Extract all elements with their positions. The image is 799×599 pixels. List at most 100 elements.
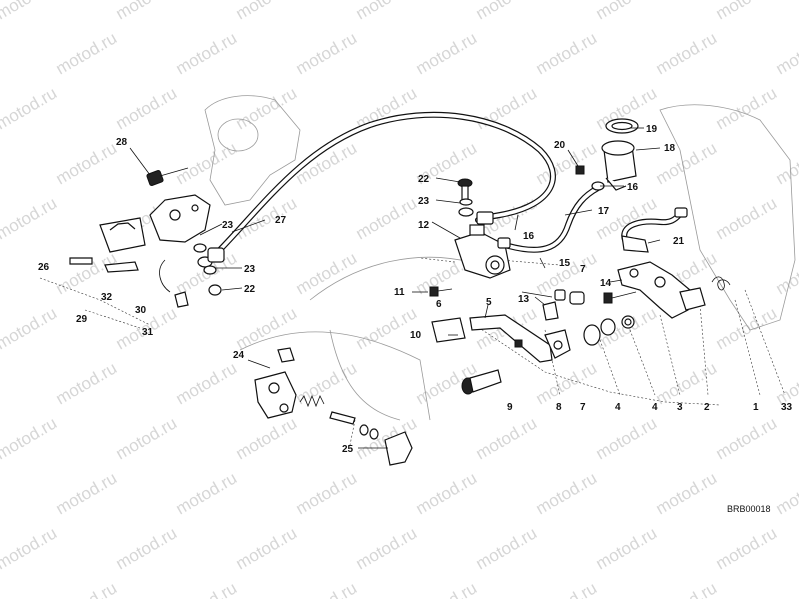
watermark-text: motod.ru	[593, 413, 661, 463]
diagram-code: BRB00018	[727, 504, 771, 514]
watermark-text: motod.ru	[173, 468, 241, 518]
watermark-text: motod.ru	[533, 28, 601, 78]
callout-19: 19	[646, 124, 658, 135]
watermark-text: motod.ru	[473, 0, 541, 23]
callout-7: 7	[580, 264, 586, 275]
callout-1: 1	[753, 402, 759, 413]
callout-26: 26	[38, 262, 50, 273]
watermark-text: motod.ru	[233, 83, 301, 133]
watermark-text: motod.ru	[353, 0, 421, 23]
watermark-text: motod.ru	[173, 28, 241, 78]
watermark-text: motod.ru	[773, 578, 799, 599]
callout-16: 16	[627, 182, 639, 193]
watermark-text: motod.ru	[773, 358, 799, 408]
watermark-text: motod.ru	[533, 138, 601, 188]
assembly-lines	[39, 257, 786, 446]
callout-31: 31	[142, 327, 154, 338]
callout-4: 4	[652, 402, 658, 413]
watermark-text: motod.ru	[593, 0, 661, 23]
watermark-text: motod.ru	[53, 28, 121, 78]
watermark-text: motod.ru	[0, 523, 60, 573]
callout-18: 18	[664, 143, 676, 154]
watermark-text: motod.ru	[533, 248, 601, 298]
watermark-text: motod.ru	[0, 303, 60, 353]
watermark-text: motod.ru	[353, 193, 421, 243]
watermark-text: motod.ru	[533, 358, 601, 408]
callout-21: 21	[673, 236, 685, 247]
parts	[69, 118, 731, 466]
callout-16: 16	[523, 231, 535, 242]
watermark-text: motod.ru	[233, 413, 301, 463]
watermark-text: motod.ru	[293, 358, 361, 408]
watermark-text: motod.ru	[713, 303, 781, 353]
watermark-text: motod.ru	[0, 0, 60, 23]
watermark-text: motod.ru	[293, 28, 361, 78]
callout-13: 13	[518, 294, 530, 305]
callout-27: 27	[275, 215, 287, 226]
watermark-text: motod.ru	[0, 413, 60, 463]
watermark-text: motod.ru	[713, 523, 781, 573]
callout-7: 7	[580, 402, 586, 413]
watermark-text: motod.ru	[713, 83, 781, 133]
watermark-text: motod.ru	[353, 413, 421, 463]
watermark-text: motod.ru	[473, 523, 541, 573]
watermark-text: motod.ru	[653, 468, 721, 518]
watermark-text: motod.ru	[773, 468, 799, 518]
watermark-text: motod.ru	[353, 523, 421, 573]
watermark-text: motod.ru	[113, 83, 181, 133]
callout-23: 23	[418, 196, 430, 207]
callout-32: 32	[101, 292, 113, 303]
frame-outline	[204, 95, 796, 421]
callout-2: 2	[704, 402, 710, 413]
callout-17: 17	[598, 206, 610, 217]
watermark-text: motod.ru	[533, 578, 601, 599]
watermark-text: motod.ru	[233, 523, 301, 573]
watermark-text: motod.ru	[293, 468, 361, 518]
callout-22: 22	[418, 174, 430, 185]
watermark-text: motod.ru	[53, 138, 121, 188]
callout-24: 24	[233, 350, 245, 361]
watermark-text: motod.ru	[173, 138, 241, 188]
watermark-text: motod.ru	[53, 468, 121, 518]
watermark-text: motod.ru	[233, 303, 301, 353]
watermark-text: motod.ru	[53, 358, 121, 408]
callout-20: 20	[554, 140, 566, 151]
callout-23: 23	[222, 220, 234, 231]
watermark-text: motod.ru	[713, 0, 781, 23]
watermark-text: motod.ru	[413, 28, 481, 78]
watermark-text: motod.ru	[53, 248, 121, 298]
watermark-text: motod.ru	[413, 578, 481, 599]
callout-11: 11	[394, 287, 405, 298]
callout-6: 6	[436, 299, 442, 310]
callout-12: 12	[418, 220, 430, 231]
watermark-text: motod.ru	[593, 523, 661, 573]
watermark-text: motod.ru	[773, 28, 799, 78]
watermark-text: motod.ru	[173, 358, 241, 408]
watermark-text: motod.ru	[0, 193, 60, 243]
callout-14: 14	[600, 278, 612, 289]
watermark-text: motod.ru	[413, 468, 481, 518]
watermark-text: motod.ru	[653, 578, 721, 599]
watermark-text: motod.ru	[713, 413, 781, 463]
watermark-text: motod.ru	[53, 578, 121, 599]
callout-22: 22	[244, 284, 256, 295]
callout-30: 30	[135, 305, 147, 316]
callout-25: 25	[342, 444, 354, 455]
callout-8: 8	[556, 402, 562, 413]
callout-10: 10	[410, 330, 422, 341]
callout-23: 23	[244, 264, 256, 275]
watermark-text: motod.ru	[713, 193, 781, 243]
callout-15: 15	[559, 258, 571, 269]
callout-5: 5	[486, 297, 492, 308]
watermark-text: motod.ru	[533, 468, 601, 518]
watermark-text: motod.ru	[233, 0, 301, 23]
callout-29: 29	[76, 314, 88, 325]
watermark-text: motod.ru	[293, 248, 361, 298]
watermark-text: motod.ru	[353, 303, 421, 353]
watermark-text: motod.ru	[653, 28, 721, 78]
watermark-text: motod.ru	[293, 578, 361, 599]
callout-28: 28	[116, 137, 128, 148]
callout-33: 33	[781, 402, 793, 413]
callout-4: 4	[615, 402, 621, 413]
